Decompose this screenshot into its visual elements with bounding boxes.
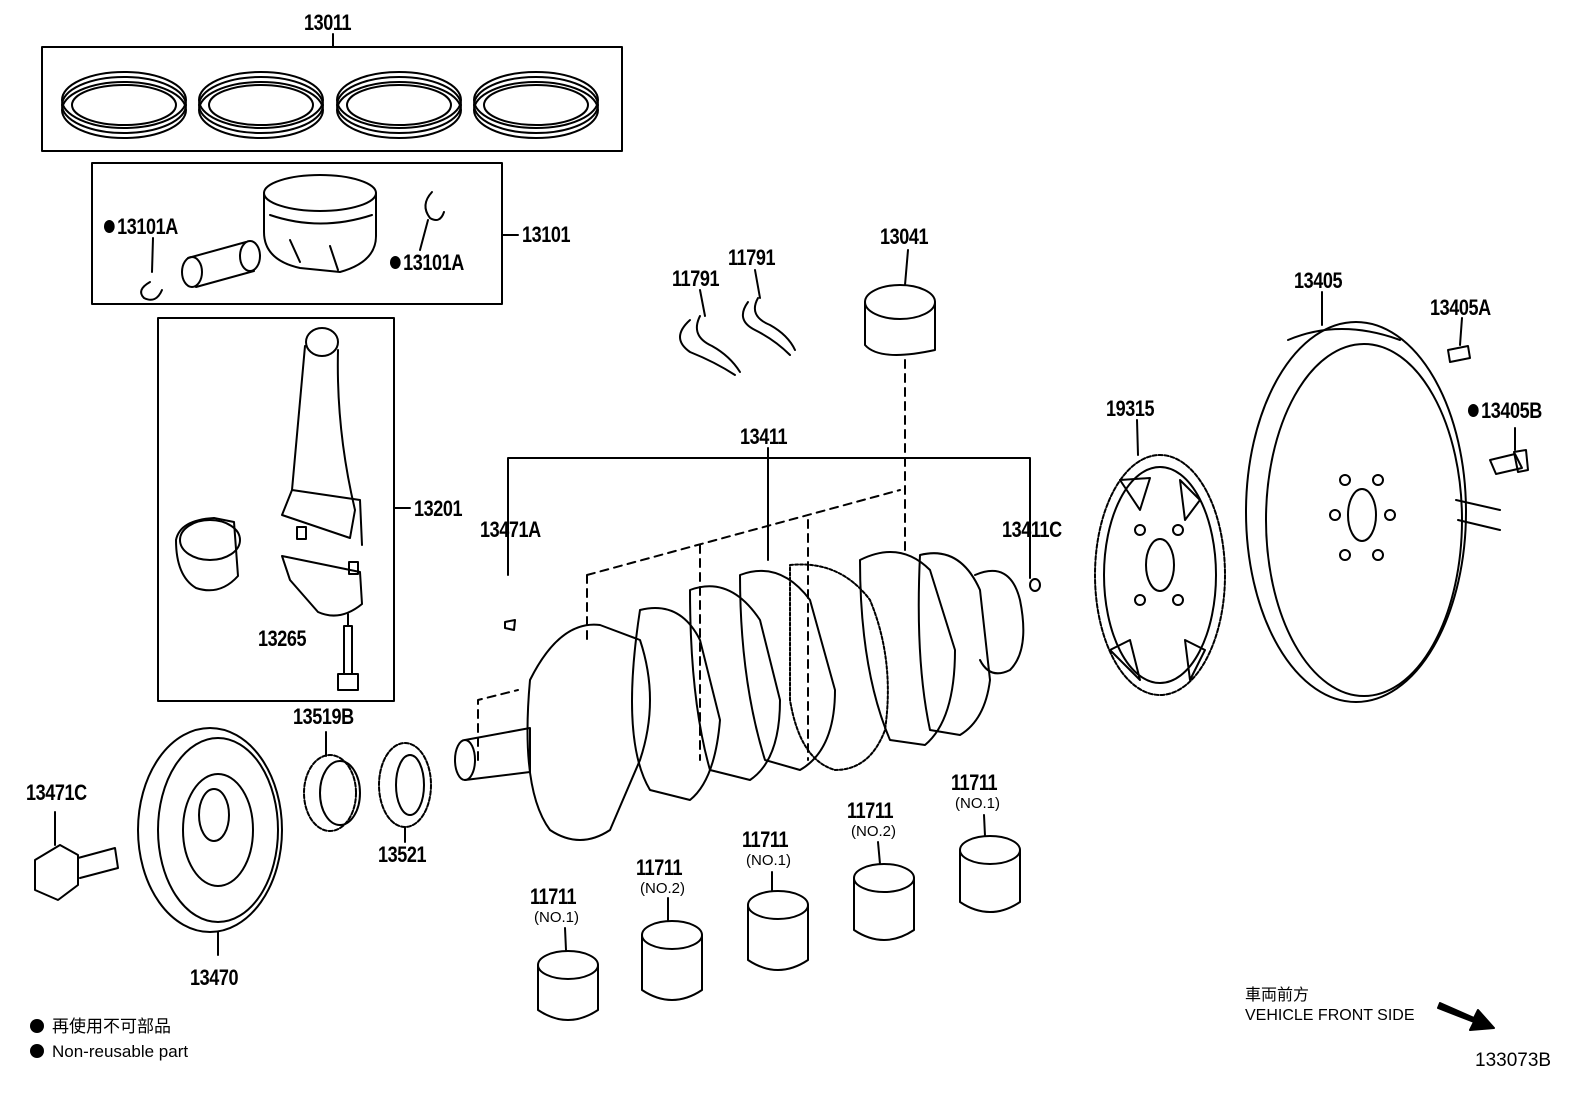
non-reusable-dot-icon	[30, 1019, 44, 1033]
non-reusable-dot-icon	[1468, 404, 1479, 417]
label-13411: 13411	[740, 424, 788, 449]
label-13101: 13101	[522, 222, 571, 247]
label-11711-1: 11711	[530, 884, 577, 909]
piston-assembly	[91, 162, 519, 305]
piston-ring-set	[41, 33, 623, 152]
label-13470: 13470	[190, 965, 239, 990]
crankshaft	[454, 447, 1041, 841]
crank-bushing	[864, 249, 936, 551]
non-reusable-dot-icon	[104, 220, 115, 233]
vehicle-front-arrow-icon	[1437, 1002, 1495, 1031]
label-11791-b: 11791	[728, 245, 776, 270]
timing-rotor	[1094, 419, 1226, 696]
label-19315: 19315	[1106, 396, 1155, 421]
label-13101a-left: 13101A	[104, 216, 178, 238]
label-13405b: 13405B	[1468, 400, 1542, 422]
label-11711-2-sub: (NO.2)	[640, 880, 685, 897]
legend-jp: 再使用不可部品	[30, 1018, 171, 1035]
label-13521: 13521	[378, 842, 427, 867]
pulley-bolt	[34, 811, 119, 901]
label-13519b: 13519B	[293, 704, 354, 729]
drawing-code: 133073B	[1475, 1050, 1552, 1071]
label-13405a: 13405A	[1430, 295, 1491, 320]
label-11711-5-sub: (NO.1)	[955, 795, 1000, 812]
vehicle-front-jp: 車両前方	[1245, 987, 1310, 1004]
main-bearings	[537, 814, 1021, 1021]
label-13101a-right: 13101A	[390, 252, 464, 274]
flywheel	[1245, 291, 1529, 703]
label-13041: 13041	[880, 224, 929, 249]
label-13411c: 13411C	[1002, 517, 1062, 542]
label-11711-4-sub: (NO.2)	[851, 823, 896, 840]
legend-en: Non-reusable part	[30, 1043, 188, 1060]
label-11711-4: 11711	[847, 798, 894, 823]
non-reusable-dot-icon	[30, 1044, 44, 1058]
label-13265: 13265	[258, 626, 307, 651]
thrust-washers	[679, 269, 796, 376]
label-13471a: 13471A	[480, 517, 541, 542]
vehicle-front-en: VEHICLE FRONT SIDE	[1245, 1007, 1415, 1024]
label-13405: 13405	[1294, 268, 1343, 293]
connecting-rod-assembly	[157, 317, 411, 702]
label-13471c: 13471C	[26, 780, 87, 805]
label-13011: 13011	[304, 10, 352, 35]
label-11711-2: 11711	[636, 855, 683, 880]
non-reusable-dot-icon	[390, 256, 401, 269]
label-11711-1-sub: (NO.1)	[534, 909, 579, 926]
timing-gear	[378, 742, 432, 843]
label-11791-a: 11791	[672, 266, 720, 291]
crank-gear	[303, 731, 361, 832]
label-11711-5: 11711	[951, 770, 998, 795]
label-13201: 13201	[414, 496, 463, 521]
crank-pulley	[137, 727, 283, 956]
label-11711-3-sub: (NO.1)	[746, 852, 791, 869]
label-11711-3: 11711	[742, 827, 789, 852]
